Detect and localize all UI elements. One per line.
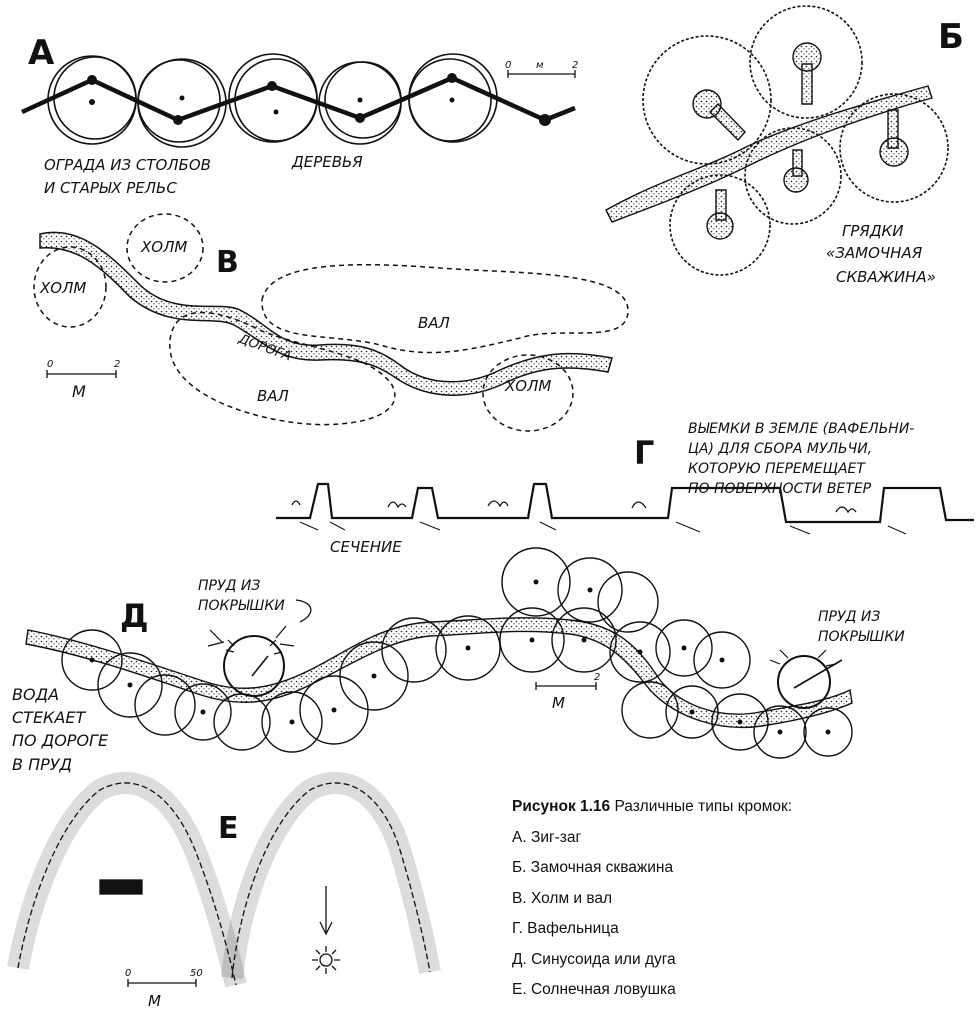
caption-item: Г. Вафельница xyxy=(512,920,619,937)
tire-pond-left xyxy=(207,625,295,697)
label-water-3: ПО ДОРОГЕ xyxy=(12,731,109,750)
svg-text:М: М xyxy=(72,382,86,401)
note-waffle-2: ЦА) ДЛЯ СБОРА МУЛЬЧИ, xyxy=(688,441,872,457)
label-pond-right-1: ПРУД ИЗ xyxy=(818,609,880,625)
label-hill-top: ХОЛМ xyxy=(140,238,187,256)
label-water-4: В ПРУД xyxy=(12,755,72,774)
hill-left xyxy=(33,246,107,328)
note-waffle-3: КОТОРУЮ ПЕРЕМЕЩАЕТ xyxy=(688,461,866,477)
label-fence-2: И СТАРЫХ РЕЛЬС xyxy=(44,179,177,197)
panel-b: Б ГРЯДКИ «ЗАМОЧНАЯ СКВАЖИНА» xyxy=(605,5,964,286)
caption-item: Д. Синусоида или дуга xyxy=(512,950,676,968)
house-icon xyxy=(99,879,143,895)
svg-text:М: М xyxy=(148,992,161,1010)
hill-top xyxy=(126,213,204,283)
letter-e: Е xyxy=(218,811,239,846)
caption-item: Б. Замочная скважина xyxy=(512,859,674,876)
letter-v: В xyxy=(216,245,239,280)
svg-text:0: 0 xyxy=(47,359,53,370)
keyhole-path xyxy=(605,85,933,223)
caption-item: Е. Солнечная ловушка xyxy=(512,981,676,998)
label-section: СЕЧЕНИЕ xyxy=(330,538,402,556)
label-bank-upper: ВАЛ xyxy=(418,314,450,332)
label-trees: ДЕРЕВЬЯ xyxy=(291,153,363,171)
suntrap-arc-right xyxy=(221,771,441,980)
caption-item: В. Холм и вал xyxy=(512,889,613,907)
hill-right xyxy=(482,354,574,432)
bank-upper xyxy=(261,263,629,354)
sun-icon xyxy=(312,886,340,974)
label-keyhole-2: «ЗАМОЧНАЯ xyxy=(826,244,923,262)
caption-title: Рисунок 1.16 xyxy=(512,798,611,815)
label-hill-left: ХОЛМ xyxy=(39,279,86,297)
svg-text:2: 2 xyxy=(114,359,120,370)
caption-item: А. Зиг-заг xyxy=(512,828,582,846)
tree-circles xyxy=(47,53,498,148)
scale-bar-v: 0 2 М xyxy=(46,359,120,401)
label-pond-right-2: ПОКРЫШКИ xyxy=(818,629,905,645)
svg-text:м: м xyxy=(536,60,544,71)
caption-heading: Рисунок 1.16 Различные типы кромок: xyxy=(512,792,952,823)
road xyxy=(39,231,613,396)
label-water-1: ВОДА xyxy=(12,685,59,704)
tire-pond-right xyxy=(769,649,837,709)
svg-text:М: М xyxy=(552,694,565,712)
figure-caption: Рисунок 1.16 Различные типы кромок: А. З… xyxy=(512,792,952,1006)
zigzag-fence xyxy=(21,75,576,123)
scale-bar-e: 0 50 М xyxy=(125,968,203,1010)
sinusoid-trees xyxy=(61,547,853,759)
label-fence-1: ОГРАДА ИЗ СТОЛБОВ xyxy=(44,156,211,174)
svg-text:0: 0 xyxy=(125,968,131,979)
waffle-section xyxy=(276,482,974,524)
scale-bar-a: 0 м 2 xyxy=(505,60,578,78)
panel-v: В ХОЛМ ХОЛМ ХОЛМ ДОРОГА ВАЛ ВАЛ 0 2 М xyxy=(33,213,629,432)
panel-g: Г ВЫЕМКИ В ЗЕМЛЕ (ВАФЕЛЬНИ- ЦА) ДЛЯ СБОР… xyxy=(276,421,974,556)
label-pond-left-2: ПОКРЫШКИ xyxy=(198,598,285,614)
label-bank-lower: ВАЛ xyxy=(257,387,289,405)
svg-text:2: 2 xyxy=(594,672,600,683)
svg-text:2: 2 xyxy=(572,60,578,71)
note-waffle-1: ВЫЕМКИ В ЗЕМЛЕ (ВАФЕЛЬНИ- xyxy=(688,421,914,437)
svg-text:0: 0 xyxy=(505,60,511,71)
panel-e: Е 0 50 М xyxy=(7,771,441,1010)
caption-subtitle: Различные типы кромок: xyxy=(614,798,793,815)
svg-text:50: 50 xyxy=(190,968,203,979)
label-keyhole-3: СКВАЖИНА» xyxy=(836,268,936,286)
letter-a: А xyxy=(28,33,55,73)
label-pond-left-1: ПРУД ИЗ xyxy=(198,578,260,594)
panel-a: А 0 м 2 ОГРАДА ИЗ СТОЛБОВ И СТАРЫХ РЕЛЬС… xyxy=(21,33,578,197)
panel-d: Д ПРУД ИЗ xyxy=(12,547,905,774)
label-hill-right: ХОЛМ xyxy=(504,377,551,395)
label-keyhole-1: ГРЯДКИ xyxy=(842,222,903,240)
scale-bar-d: 2 М xyxy=(535,672,600,712)
label-water-2: СТЕКАЕТ xyxy=(12,708,86,727)
letter-g: Г xyxy=(634,434,654,472)
letter-d: Д xyxy=(120,597,149,635)
bank-lower xyxy=(169,311,396,426)
letter-b: Б xyxy=(938,17,964,57)
